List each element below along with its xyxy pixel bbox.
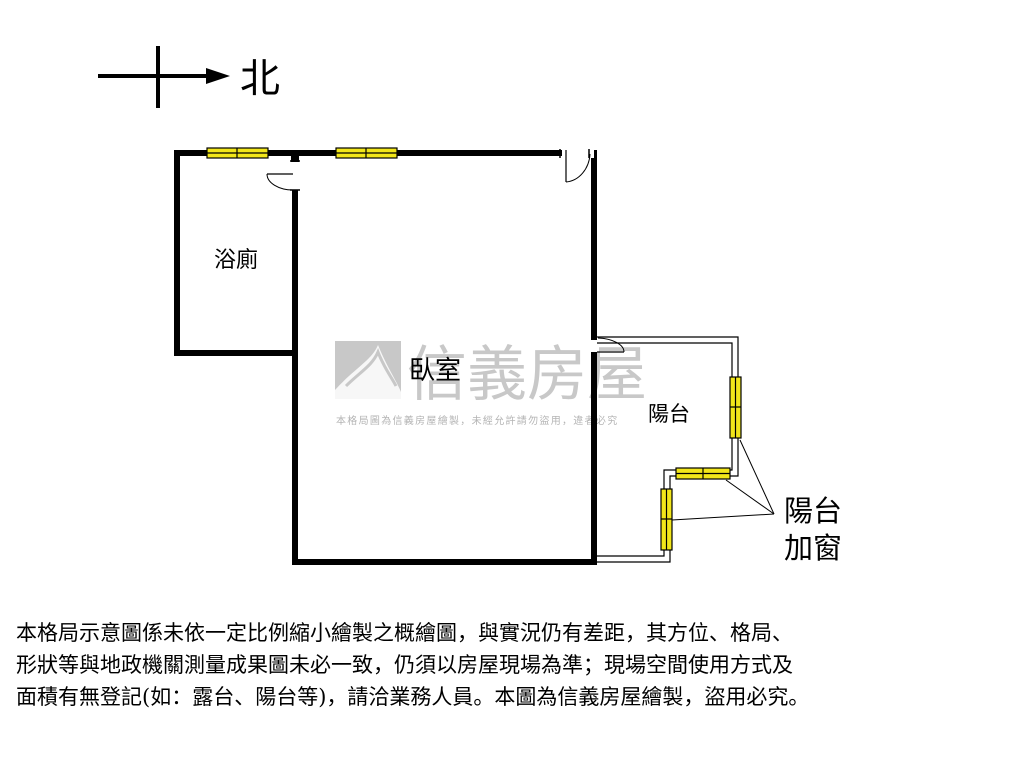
disclaimer: 本格局示意圖係未依一定比例縮小繪製之概繪圖，與實況仍有差距，其方位、格局、 形狀…: [16, 617, 1011, 713]
north-label: 北: [240, 56, 280, 102]
disclaimer-line: 本格局示意圖係未依一定比例縮小繪製之概繪圖，與實況仍有差距，其方位、格局、: [16, 621, 793, 645]
room-label-balcony: 陽台: [648, 402, 690, 426]
annotation-leaders: [671, 439, 775, 521]
window-top-right: [335, 147, 398, 159]
balcony-window-right: [729, 376, 742, 439]
annotation-line1: 陽台: [784, 494, 842, 528]
balcony-window-lower: [660, 488, 673, 551]
north-arrow: 北: [98, 46, 280, 108]
disclaimer-line: 面積有無登記(如：露台、陽台等)，請洽業務人員。本圖為信義房屋繪製，盜用必究。: [16, 685, 810, 709]
balcony-window-middle: [675, 467, 731, 480]
watermark-note: 本格局圖為信義房屋繪製，未經允許請勿盜用，違者必究: [336, 414, 619, 427]
watermark: 信義房屋 本格局圖為信義房屋繪製，未經允許請勿盜用，違者必究: [335, 340, 647, 427]
bathroom-door: [266, 160, 300, 191]
entry-door: [559, 148, 594, 183]
room-label-bedroom: 臥室: [409, 356, 461, 386]
disclaimer-line: 形狀等與地政機關測量成果圖未必一致，仍須以房屋現場為準；現場空間使用方式及: [16, 653, 793, 677]
room-label-bathroom: 浴廁: [214, 248, 258, 273]
annotation-line2: 加窗: [784, 531, 842, 565]
window-top-left: [206, 147, 269, 159]
